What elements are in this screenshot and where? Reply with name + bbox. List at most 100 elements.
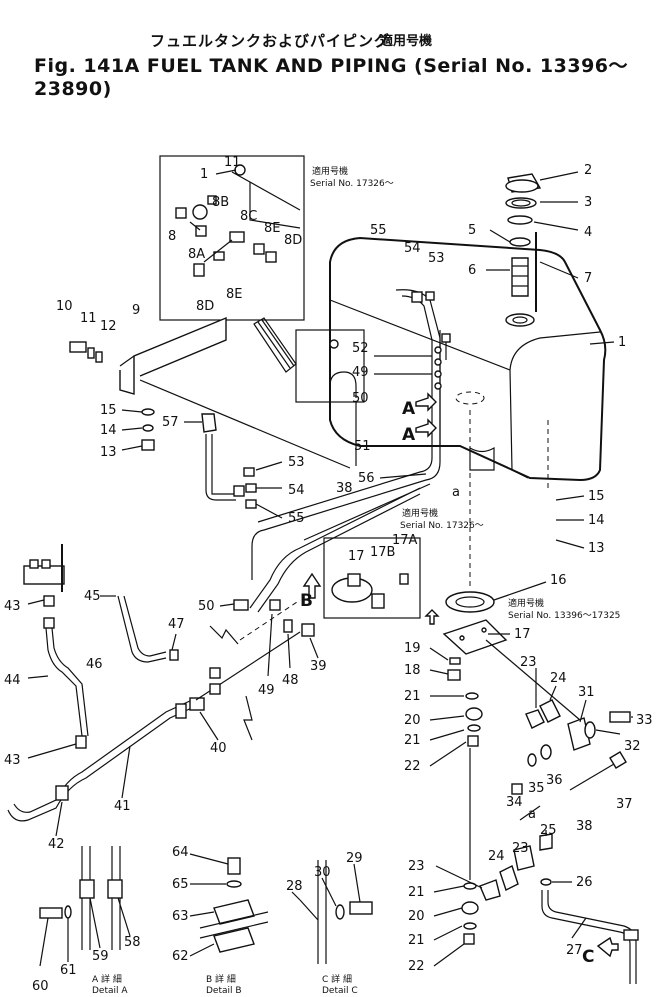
- callout-7: 7: [584, 271, 592, 286]
- callout-60: 60: [32, 979, 49, 994]
- arrow-a-1: [415, 392, 437, 412]
- callout-39: 39: [310, 659, 327, 674]
- callout-38: 38: [336, 481, 353, 496]
- detail-c-en: Detail C: [322, 986, 358, 996]
- view-marker-c: C: [582, 947, 594, 967]
- detail-a-drawing: [39, 846, 123, 950]
- callout-55-b: 55: [288, 511, 305, 526]
- callout-51: 51: [354, 439, 371, 454]
- callout-20-b: 20: [408, 909, 425, 924]
- inset-box-cap-detail: [159, 155, 305, 321]
- callout-35: 35: [528, 781, 545, 796]
- arrow-a-2: [415, 418, 437, 438]
- callout-26: 26: [576, 875, 593, 890]
- callout-65: 65: [172, 877, 189, 892]
- callout-54: 54: [404, 241, 421, 256]
- pipe-serial-jp: 適用号機: [402, 507, 438, 519]
- callout-41: 41: [114, 799, 131, 814]
- detail-a-jp: A 詳 細: [92, 973, 122, 985]
- callout-4: 4: [584, 225, 592, 240]
- inset-box-mount: [295, 329, 365, 466]
- callout-64: 64: [172, 845, 189, 860]
- callout-31: 31: [578, 685, 595, 700]
- callout-52: 52: [352, 341, 369, 356]
- callout-19: 19: [404, 641, 421, 656]
- callout-14-b: 14: [588, 513, 605, 528]
- callout-8: 8: [168, 229, 176, 244]
- callout-22: 22: [404, 759, 421, 774]
- callout-8d-2: 8D: [196, 299, 214, 314]
- view-marker-a-2: A: [402, 425, 416, 445]
- callout-17-inset: 17: [348, 549, 365, 564]
- fuel-tank: [329, 236, 607, 590]
- valve-assembly: [511, 699, 631, 795]
- callout-17b: 17B: [370, 545, 395, 560]
- marker-a-line: a: [452, 485, 460, 500]
- callout-45: 45: [84, 589, 101, 604]
- filler-cap-assembly: [505, 173, 542, 312]
- callout-9: 9: [132, 303, 140, 318]
- callout-14: 14: [100, 423, 117, 438]
- callout-1-inset: 1: [200, 167, 208, 182]
- callout-16: 16: [550, 573, 567, 588]
- bracket-assembly: [69, 316, 351, 469]
- title-english-text: Fig. 141A FUEL TANK AND PIPING: [34, 55, 407, 77]
- callout-17a: 17A: [392, 533, 418, 548]
- callout-24: 24: [550, 671, 567, 686]
- callout-12: 12: [100, 319, 117, 334]
- callout-36: 36: [546, 773, 563, 788]
- title-serial-text: Serial No. 13396～23890: [34, 55, 629, 100]
- leader-lines: [27, 169, 633, 967]
- callout-58: 58: [124, 935, 141, 950]
- callout-61: 61: [60, 963, 77, 978]
- callout-15: 15: [100, 403, 117, 418]
- inset-serial: Serial No. 17326～: [310, 179, 394, 189]
- callout-62: 62: [172, 949, 189, 964]
- callout-21-b: 21: [404, 733, 421, 748]
- callout-6: 6: [468, 263, 476, 278]
- callout-2: 2: [584, 163, 592, 178]
- callout-13-b: 13: [588, 541, 605, 556]
- callout-8b: 8B: [212, 195, 229, 210]
- flange-serial-jp: 適用号機: [508, 597, 544, 609]
- callout-57: 57: [162, 415, 179, 430]
- callout-29: 29: [346, 851, 363, 866]
- title-serial: (Serial No. 13396～23890): [34, 55, 629, 100]
- detail-b-jp: B 詳 細: [206, 973, 236, 985]
- callout-25: 25: [540, 823, 557, 838]
- callout-40: 40: [210, 741, 227, 756]
- callout-48: 48: [282, 673, 299, 688]
- view-marker-a: A: [402, 399, 416, 419]
- callout-56: 56: [358, 471, 375, 486]
- callout-63: 63: [172, 909, 189, 924]
- drain-stack: [447, 657, 483, 945]
- callout-1: 1: [618, 335, 626, 350]
- callout-8a: 8A: [188, 247, 205, 262]
- callout-20: 20: [404, 713, 421, 728]
- callout-34: 34: [506, 795, 523, 810]
- callout-23-b: 23: [512, 841, 529, 856]
- callout-54-b: 54: [288, 483, 305, 498]
- callout-21-d: 21: [408, 933, 425, 948]
- callout-21: 21: [404, 689, 421, 704]
- callout-8d: 8D: [284, 233, 302, 248]
- vent-pipe: [251, 289, 451, 580]
- callout-11: 11: [80, 311, 97, 326]
- view-marker-b: B: [300, 591, 313, 611]
- callout-53-b: 53: [288, 455, 305, 470]
- callout-21-c: 21: [408, 885, 425, 900]
- callout-44: 44: [4, 673, 21, 688]
- callout-43-b: 43: [4, 753, 21, 768]
- callout-3: 3: [584, 195, 592, 210]
- callout-50-b: 50: [198, 599, 215, 614]
- callout-59: 59: [92, 949, 109, 964]
- callout-23-c: 23: [408, 859, 425, 874]
- pipe-38: [249, 483, 431, 613]
- callout-30: 30: [314, 865, 331, 880]
- title-japanese: フュエルタンクおよびパイピング: [150, 32, 391, 50]
- detail-c-jp: C 詳 細: [322, 973, 352, 985]
- direction-stripe: [253, 317, 297, 373]
- callout-13: 13: [100, 445, 117, 460]
